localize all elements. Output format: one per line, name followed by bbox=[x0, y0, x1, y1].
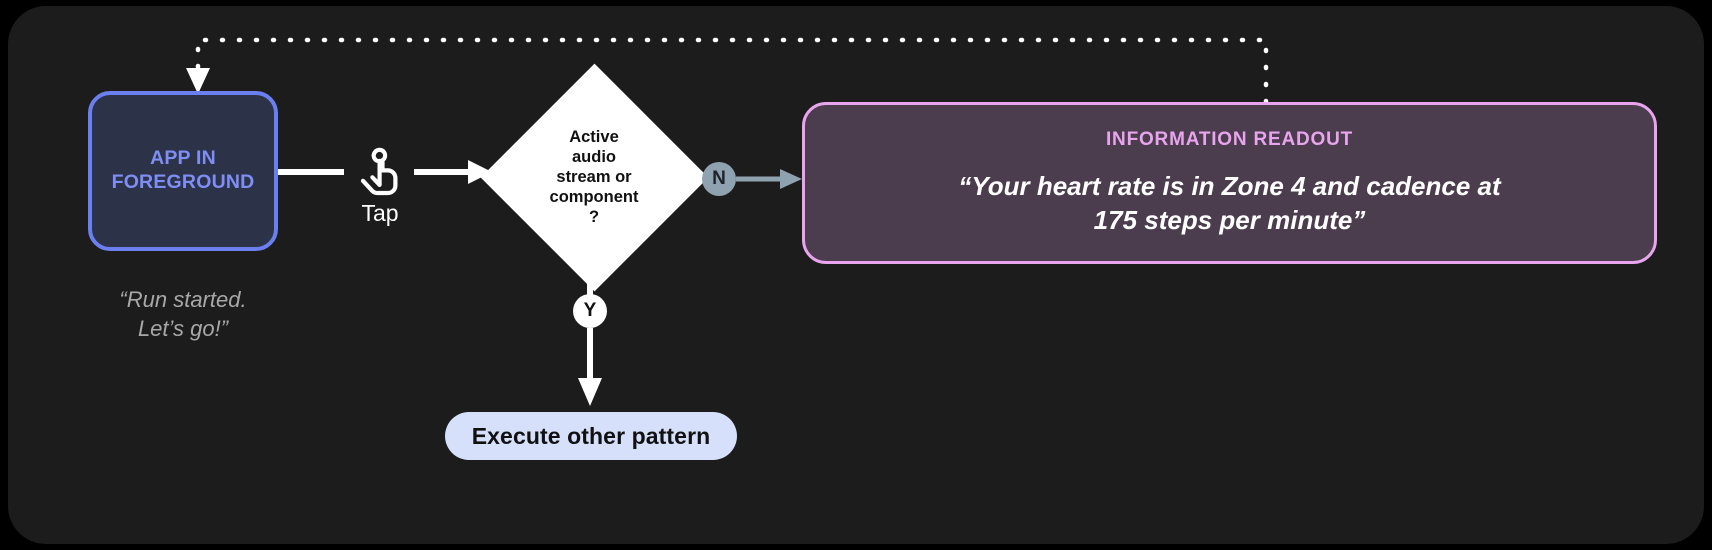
connector-readout-to-app bbox=[195, 37, 1269, 105]
connector-layer bbox=[186, 37, 1269, 406]
node-execute-other-pattern[interactable]: Execute other pattern bbox=[445, 412, 737, 460]
tap-icon bbox=[360, 147, 398, 196]
arrowhead-yes-to-execute bbox=[578, 378, 602, 406]
information-readout-title: INFORMATION READOUT bbox=[1105, 128, 1354, 150]
execute-other-pattern-label: Execute other pattern bbox=[471, 422, 711, 449]
branch-badge-no: N bbox=[702, 162, 736, 196]
caption-run-started: “Run started. Let’s go!” bbox=[119, 287, 247, 342]
gesture-tap-label: Tap bbox=[361, 200, 399, 226]
gesture-tap: Tap bbox=[344, 146, 416, 225]
node-app-in-foreground[interactable]: APP IN FOREGROUND bbox=[88, 91, 278, 251]
branch-badge-yes: Y bbox=[573, 294, 607, 328]
decision-label: Active audio stream or component ? bbox=[549, 127, 639, 227]
node-information-readout[interactable]: INFORMATION READOUT “Your heart rate is … bbox=[802, 102, 1657, 264]
arrowhead-decision-to-readout bbox=[780, 169, 802, 189]
information-readout-body: “Your heart rate is in Zone 4 and cadenc… bbox=[958, 170, 1501, 235]
node-app-in-foreground-label: APP IN FOREGROUND bbox=[111, 147, 255, 193]
diagram-board: APP IN FOREGROUND “Run started. Let’s go… bbox=[8, 6, 1704, 544]
node-decision-audio-stream[interactable]: Active audio stream or component ? bbox=[480, 63, 708, 291]
